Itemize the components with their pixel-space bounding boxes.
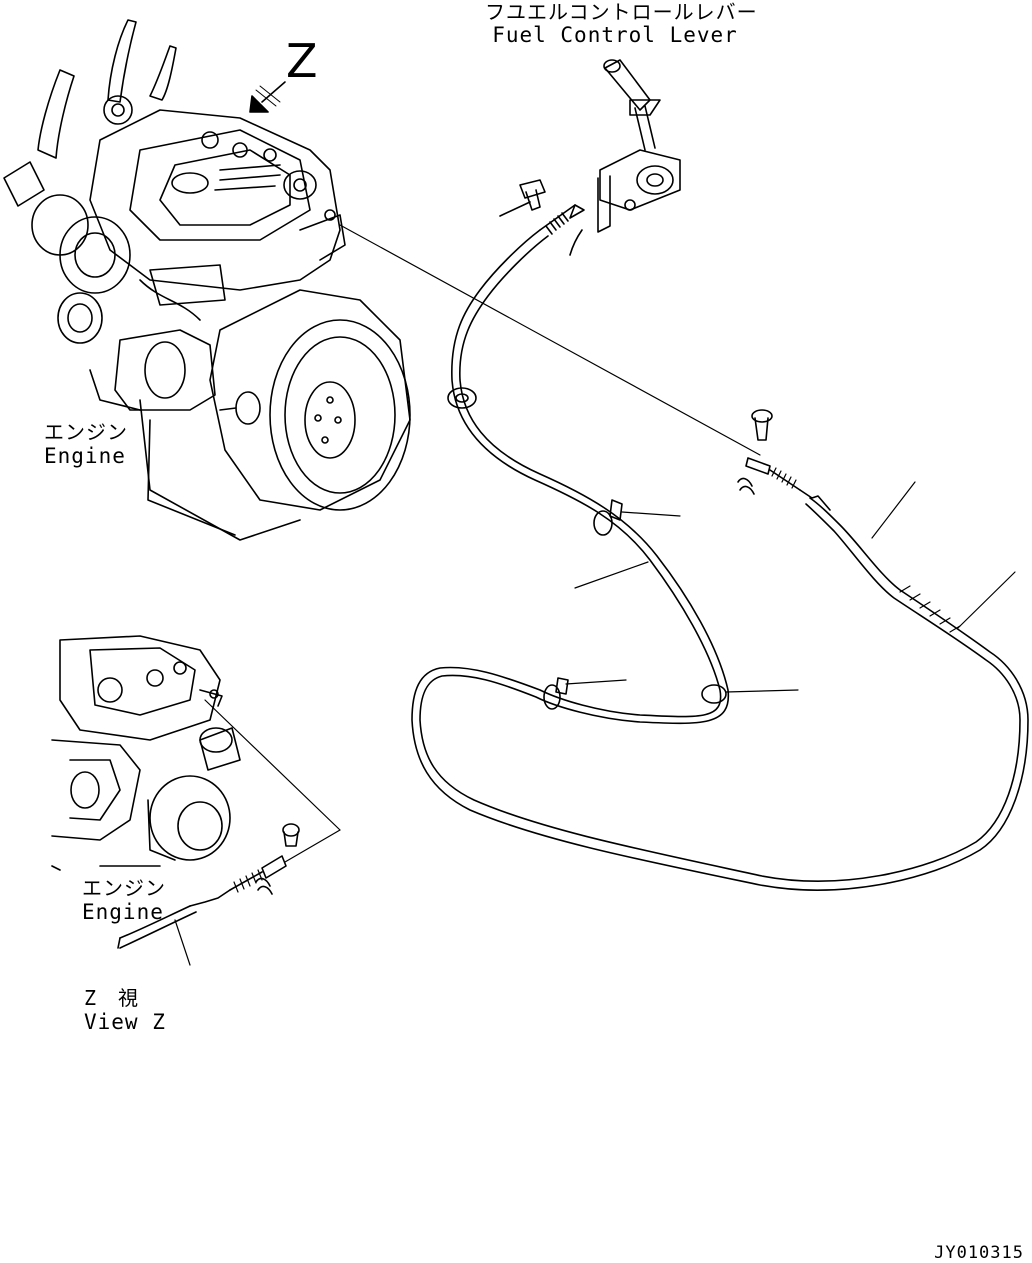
leader-line xyxy=(574,561,649,589)
fan-blade xyxy=(37,69,75,159)
fan-blade xyxy=(107,19,137,103)
control-cable xyxy=(411,229,1029,891)
view-engine-label-jp: エンジン xyxy=(82,876,166,900)
z-view-arrow xyxy=(249,81,286,113)
fan-blade xyxy=(3,161,45,207)
fuel-lever-label-en: Fuel Control Lever xyxy=(492,23,738,47)
fuel-control-lever-drawing xyxy=(499,59,681,256)
fuel-lever-label-jp: フユエルコントロールレバー xyxy=(485,0,758,24)
engine-label-jp: エンジン xyxy=(44,420,128,444)
leader-line xyxy=(871,481,916,539)
view-engine-label-en: Engine xyxy=(82,900,164,924)
fan-blade xyxy=(149,45,177,101)
leader-line xyxy=(339,224,761,456)
leader-line xyxy=(957,571,1016,629)
view-z-label-jp: Z 視 xyxy=(84,986,140,1010)
engine-label-en: Engine xyxy=(44,444,126,468)
z-marker: Z xyxy=(286,34,319,88)
engine-drawing xyxy=(3,19,411,541)
leader-line xyxy=(621,511,681,517)
view-z-drawing xyxy=(51,635,341,966)
figure-id: JY010315 xyxy=(934,1243,1024,1263)
leader-line xyxy=(725,689,799,693)
view-z-label-en: View Z xyxy=(84,1010,166,1034)
cable-end-engine xyxy=(737,409,831,511)
leader-line xyxy=(565,679,627,685)
